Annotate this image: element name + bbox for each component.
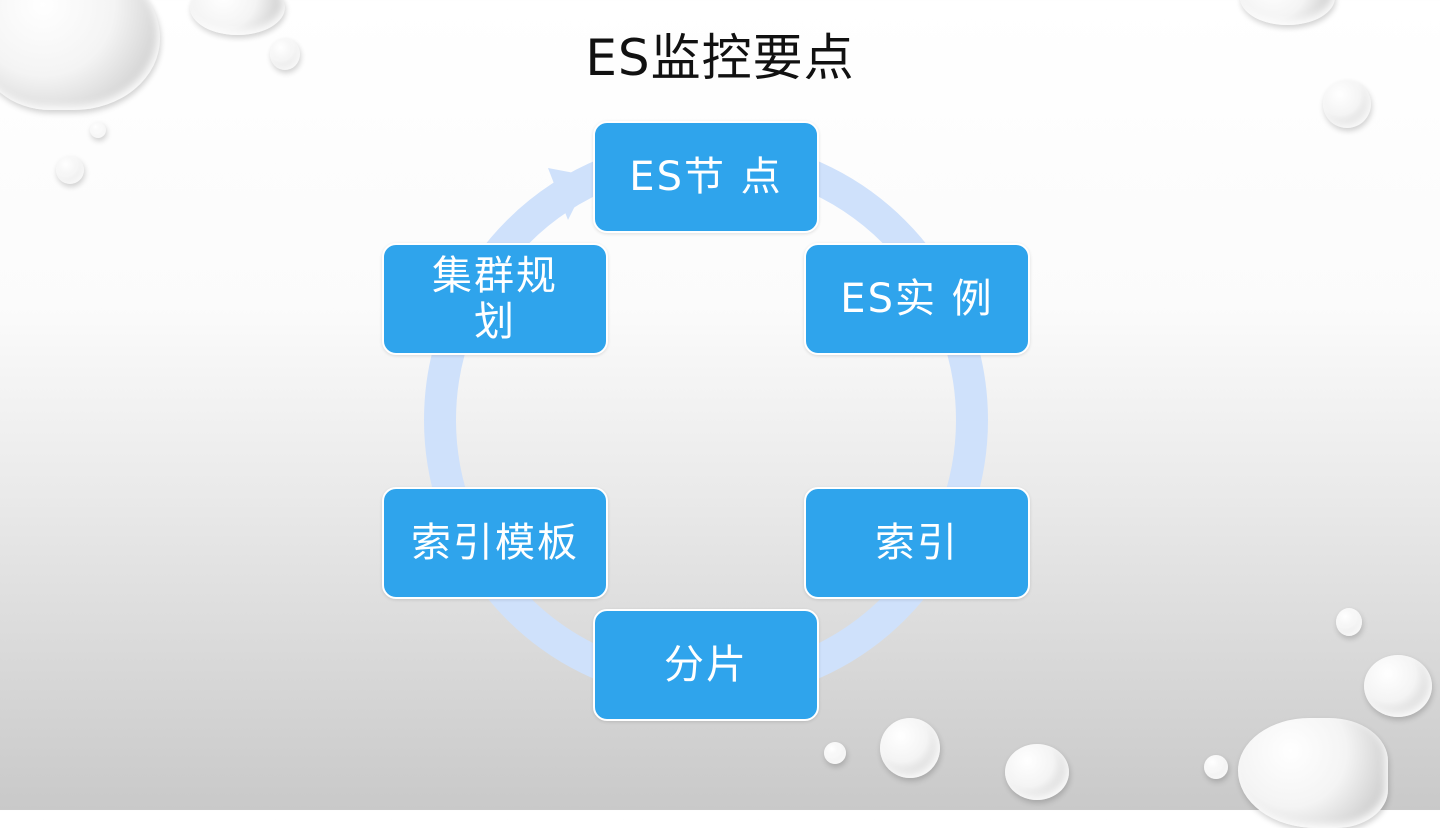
node-es-node: ES节 点 — [593, 121, 819, 233]
water-drop-decoration — [1323, 80, 1371, 128]
node-label: 索引 — [875, 520, 959, 566]
node-label: ES实 例 — [840, 276, 994, 322]
water-drop-decoration — [1336, 608, 1362, 636]
node-label: ES节 点 — [629, 154, 783, 200]
water-drop-decoration — [56, 156, 84, 184]
node-shard: 分片 — [593, 609, 819, 721]
cycle-arrowhead — [548, 168, 590, 220]
slide-title: ES监控要点 — [585, 29, 855, 87]
water-drop-decoration — [1364, 655, 1432, 717]
water-drop-decoration — [1204, 755, 1228, 779]
water-drop-decoration — [824, 742, 846, 764]
node-index-template: 索引模板 — [382, 487, 608, 599]
water-drop-decoration — [270, 38, 300, 70]
water-drop-decoration — [90, 122, 106, 138]
node-label: 集群规 划 — [432, 253, 558, 345]
water-drop-decoration — [1005, 744, 1069, 800]
water-drop-decoration — [880, 718, 940, 778]
node-label: 分片 — [664, 642, 748, 688]
node-label: 索引模板 — [411, 520, 579, 566]
node-cluster-planning: 集群规 划 — [382, 243, 608, 355]
node-index: 索引 — [804, 487, 1030, 599]
node-es-instance: ES实 例 — [804, 243, 1030, 355]
cycle-ring-track — [424, 138, 988, 702]
